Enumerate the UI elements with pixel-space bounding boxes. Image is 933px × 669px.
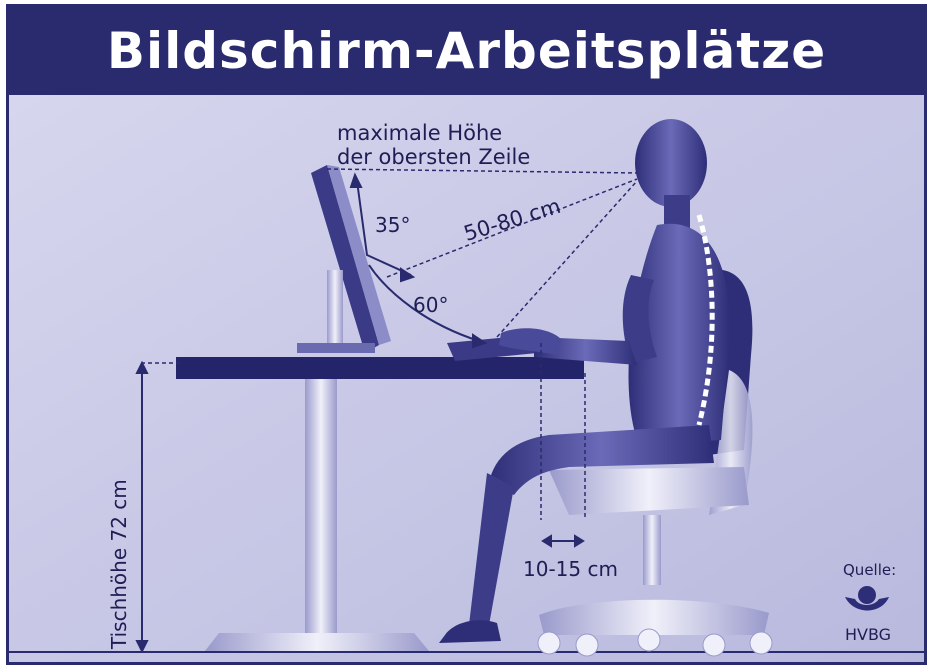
poster-frame: Bildschirm-Arbeitsplätze (6, 4, 927, 665)
max-height-line2: der obersten Zeile (337, 145, 530, 169)
desk-height-label: Tischhöhe 72 cm (107, 479, 131, 649)
title-bar: Bildschirm-Arbeitsplätze (9, 7, 924, 95)
angle-35-label: 35° (375, 213, 410, 237)
max-height-label: maximale Höhe der obersten Zeile (337, 121, 530, 169)
max-height-line1: maximale Höhe (337, 121, 530, 145)
workstation-illustration: maximale Höhe der obersten Zeile 35° 50-… (9, 95, 924, 662)
angle-60-label: 60° (413, 293, 448, 317)
poster-title: Bildschirm-Arbeitsplätze (107, 22, 826, 80)
source-org: HVBG (845, 625, 891, 644)
ergonomics-diagram (9, 95, 924, 662)
knee-gap-label: 10-15 cm (523, 557, 618, 581)
source-label: Quelle: (843, 561, 896, 579)
